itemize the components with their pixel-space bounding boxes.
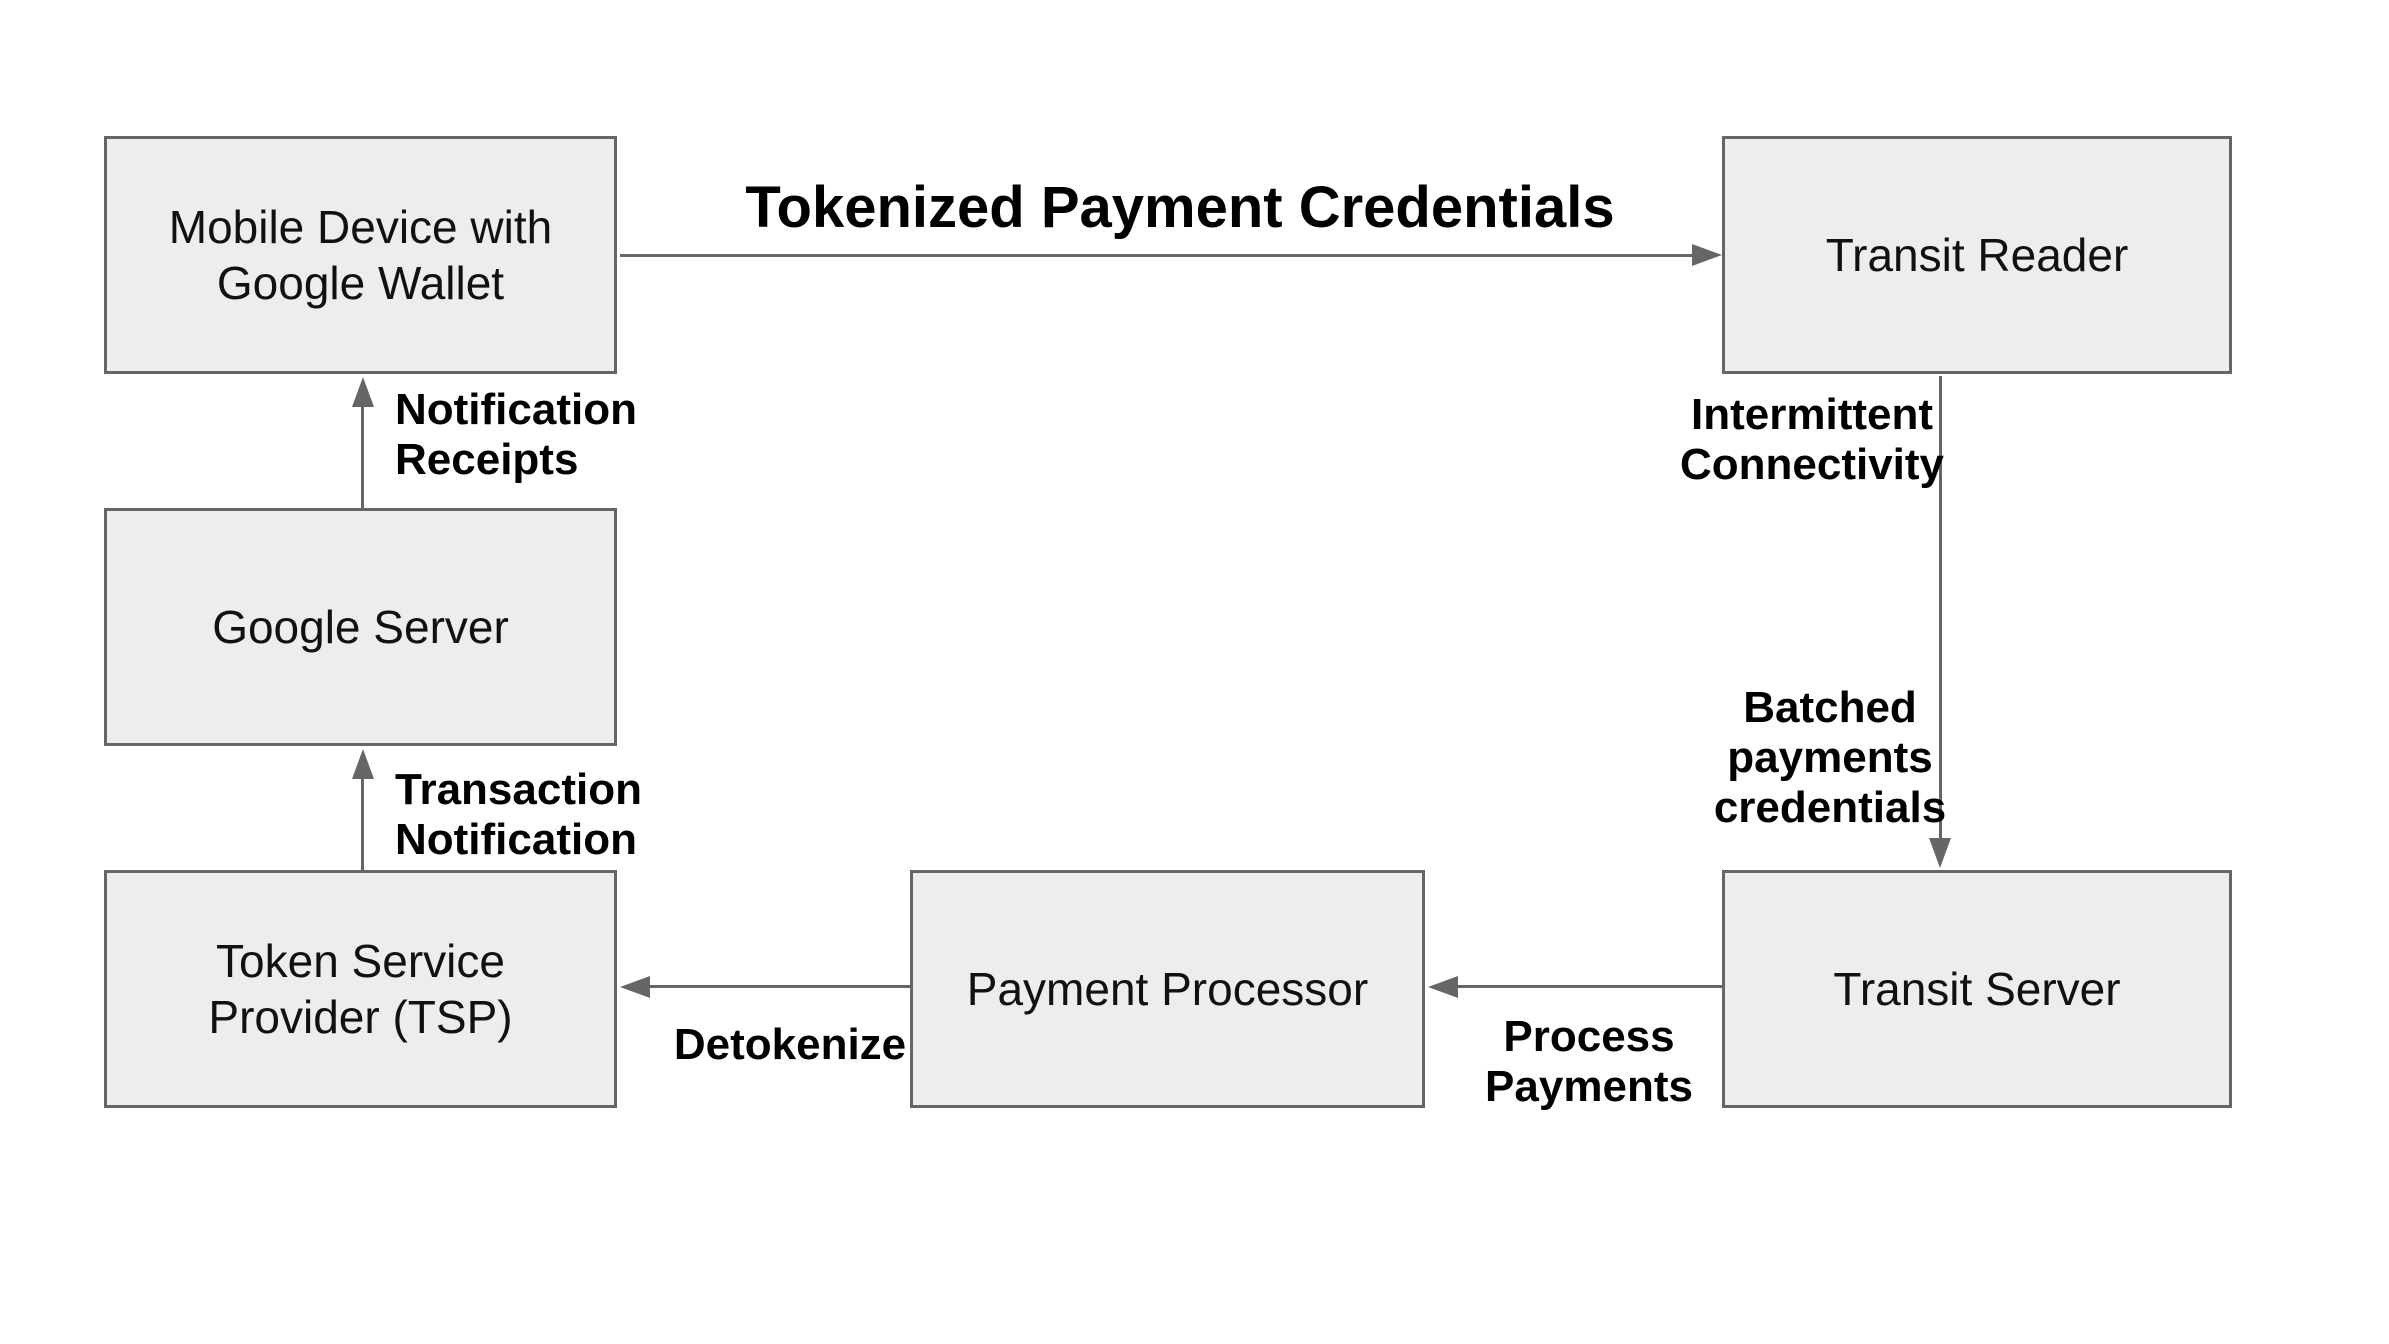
node-payment-processor: Payment Processor: [910, 870, 1425, 1108]
node-token-service-provider-label: Token Service Provider (TSP): [208, 935, 513, 1043]
edge-label-notification-receipts: Notification Receipts: [395, 385, 637, 484]
edge-label-tokenized-payment-credentials: Tokenized Payment Credentials: [745, 175, 1615, 240]
arrowhead-up-icon: [352, 749, 374, 779]
edge-label-process-payments: Process Payments: [1485, 1012, 1693, 1111]
arrowhead-up-icon: [352, 377, 374, 407]
arrowhead-right-icon: [1692, 244, 1722, 266]
node-transit-server: Transit Server: [1722, 870, 2232, 1108]
node-mobile-device-label: Mobile Device with Google Wallet: [168, 201, 553, 309]
edge-process-payments-line: [1456, 985, 1722, 988]
node-google-server: Google Server: [104, 508, 617, 746]
edge-tokenized-payment-credentials-line: [620, 254, 1692, 257]
arrowhead-down-icon: [1929, 838, 1951, 868]
edge-label-detokenize: Detokenize: [673, 1020, 907, 1069]
edge-label-intermittent-connectivity: Intermittent Connectivity: [1679, 390, 1945, 489]
node-mobile-device: Mobile Device with Google Wallet: [104, 136, 617, 374]
arrowhead-left-icon: [1428, 976, 1458, 998]
edge-label-batched-payments-credentials: Batched payments credentials: [1713, 683, 1947, 832]
node-transit-reader: Transit Reader: [1722, 136, 2232, 374]
edge-batched-payments-line: [1939, 376, 1942, 840]
edge-label-transaction-notification: Transaction Notification: [395, 765, 642, 864]
node-transit-server-label: Transit Server: [1833, 963, 2121, 1015]
edge-detokenize-line: [648, 985, 910, 988]
node-token-service-provider: Token Service Provider (TSP): [104, 870, 617, 1108]
node-payment-processor-label: Payment Processor: [966, 963, 1369, 1015]
node-google-server-label: Google Server: [212, 601, 509, 653]
edge-transaction-notification-line: [361, 777, 364, 870]
edge-notification-receipts-line: [361, 405, 364, 508]
node-transit-reader-label: Transit Reader: [1825, 229, 2129, 281]
arrowhead-left-icon: [620, 976, 650, 998]
